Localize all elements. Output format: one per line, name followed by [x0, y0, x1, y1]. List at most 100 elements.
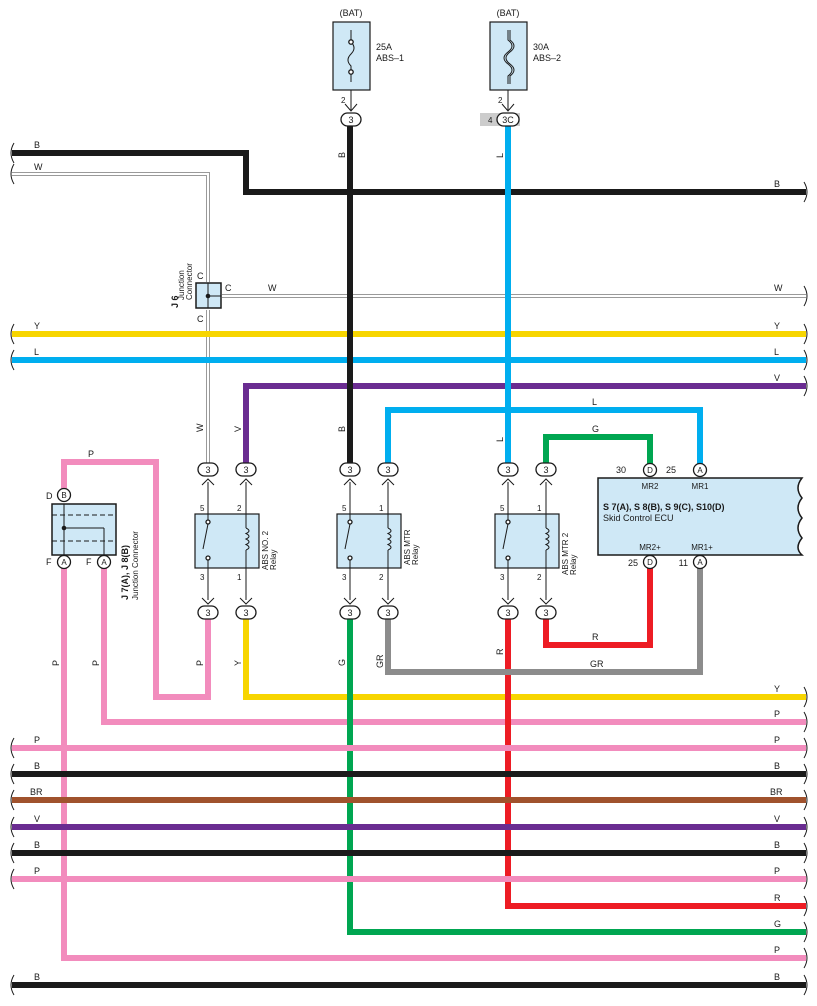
relay-abs-no2-name1: ABS NO. 2: [261, 530, 270, 570]
svg-text:3: 3: [347, 465, 352, 475]
j6-pin-bottom: C: [197, 314, 204, 324]
fuse-abs1-rating: 25A: [376, 42, 392, 52]
svg-text:P: P: [91, 660, 101, 666]
svg-text:A: A: [697, 558, 703, 567]
svg-text:B: B: [34, 840, 40, 850]
svg-text:1: 1: [537, 504, 542, 513]
skid-control-ecu: 30 D MR2 25 A MR1 S 7(A), S 8(B), S 9(C)…: [597, 462, 804, 570]
jc-id: J 7(A), J 8(B): [120, 545, 130, 600]
wire-b-top: [12, 150, 806, 195]
svg-text:B: B: [337, 152, 347, 158]
relay-abs-mtr: 5 1 3 2 ABS MTR Relay 3 3 3 3: [336, 462, 420, 620]
wire-r-loop: [543, 566, 653, 648]
svg-text:W: W: [195, 423, 205, 432]
svg-text:B: B: [774, 972, 780, 982]
relay-abs-mtr-conn-tl: [339, 462, 361, 477]
relay-abs-mtr2-conn-tr: [535, 462, 557, 477]
svg-text:3: 3: [543, 465, 548, 475]
svg-text:A: A: [101, 558, 107, 567]
svg-text:G: G: [592, 424, 599, 434]
wire-labels: B W B W W Y Y L L V L G W V B L B L P P …: [30, 140, 783, 982]
wire-p-out1: [101, 566, 806, 725]
relay-abs-mtr2-conn-bl: [497, 605, 519, 620]
relay-abs-mtr2: 5 1 3 2 ABS MTR 2 Relay 3 3 3 3: [494, 462, 578, 620]
j6-name-line2: Connector: [185, 263, 194, 300]
svg-text:1: 1: [237, 573, 242, 582]
svg-text:Y: Y: [774, 684, 780, 694]
wire-g-out: [347, 614, 806, 935]
jc-name: Junction Connector: [131, 531, 140, 600]
svg-text:L: L: [495, 437, 505, 442]
svg-text:2: 2: [379, 573, 384, 582]
wire-w-top: [12, 172, 210, 282]
fuse-abs1-icon: [347, 30, 355, 82]
relay-abs-no2-name2: Relay: [269, 550, 278, 570]
svg-text:3: 3: [347, 608, 352, 618]
svg-text:3: 3: [385, 465, 390, 475]
svg-text:W: W: [774, 283, 783, 293]
svg-text:W: W: [34, 162, 43, 172]
svg-text:BR: BR: [770, 787, 783, 797]
ecu-pin-mr2p: [642, 554, 658, 570]
svg-text:P: P: [774, 735, 780, 745]
fuse-abs2-pin: 2: [498, 96, 503, 105]
svg-text:3: 3: [205, 608, 210, 618]
svg-text:BR: BR: [30, 787, 43, 797]
svg-text:L: L: [34, 347, 39, 357]
fuse-abs2-name: ABS–2: [533, 53, 561, 63]
relay-abs-mtr2-name1: ABS MTR 2: [561, 532, 570, 575]
svg-text:B: B: [774, 761, 780, 771]
ecu-pin-mr1: [692, 462, 708, 478]
jc-pin-br: [96, 554, 112, 570]
ecu-pin-mr1p-name: MR1+: [691, 543, 713, 552]
fuse-abs2-connector: [496, 112, 520, 127]
relay-abs-mtr2-conn-br: [535, 605, 557, 620]
ecu-pin-mr2p-num: 25: [628, 558, 638, 568]
left-wire-brackets: [10, 142, 15, 996]
svg-text:L: L: [774, 347, 779, 357]
fuse-abs1-name: ABS–1: [376, 53, 404, 63]
ecu-pin-mr2-num: 30: [616, 465, 626, 475]
ecu-name: Skid Control ECU: [603, 513, 674, 523]
svg-text:3: 3: [342, 573, 347, 582]
wire-r-out: [505, 614, 806, 909]
svg-text:5: 5: [200, 504, 205, 513]
svg-text:P: P: [774, 945, 780, 955]
svg-text:G: G: [337, 659, 347, 666]
svg-text:W: W: [268, 283, 277, 293]
j6-pin-top: C: [197, 271, 204, 281]
ecu-pin-mr1-name: MR1: [692, 482, 709, 491]
fuse-abs2-connector-num: 4: [488, 116, 493, 125]
ecu-pin-mr2p-name: MR2+: [639, 543, 661, 552]
svg-text:3: 3: [505, 465, 510, 475]
ecu-connectors: S 7(A), S 8(B), S 9(C), S10(D): [603, 502, 725, 512]
fuse-abs1: (BAT) 25A ABS–1 2 3: [332, 8, 404, 127]
svg-text:3: 3: [348, 115, 353, 125]
svg-text:B: B: [61, 491, 66, 500]
svg-text:GR: GR: [590, 659, 604, 669]
svg-text:R: R: [774, 893, 781, 903]
svg-text:P: P: [195, 660, 205, 666]
svg-text:B: B: [34, 761, 40, 771]
svg-text:L: L: [495, 153, 505, 158]
ecu-pin-mr2: [642, 462, 658, 478]
svg-text:V: V: [774, 373, 780, 383]
relay-abs-no2-conn-bl: [197, 605, 219, 620]
svg-text:3: 3: [243, 608, 248, 618]
wire-p-out2: [61, 566, 806, 961]
fuse-abs2-source: (BAT): [497, 8, 520, 18]
relay-abs-mtr2-name2: Relay: [569, 555, 578, 575]
junction-j6: C C C J 6 Junction Connector: [170, 263, 232, 324]
jc-pin-top: [56, 487, 72, 503]
junction-j7-j8: D B F A F A J 7(A), J 8(B) Junction Conn…: [46, 487, 140, 600]
svg-text:Y: Y: [233, 660, 243, 666]
fuse-abs2-rating: 30A: [533, 42, 549, 52]
svg-text:D: D: [647, 558, 653, 567]
svg-text:P: P: [774, 709, 780, 719]
relay-abs-mtr-conn-bl: [339, 605, 361, 620]
svg-text:B: B: [337, 426, 347, 432]
svg-text:B: B: [774, 840, 780, 850]
jc-pin-top-label: D: [46, 491, 53, 501]
svg-text:V: V: [774, 814, 780, 824]
